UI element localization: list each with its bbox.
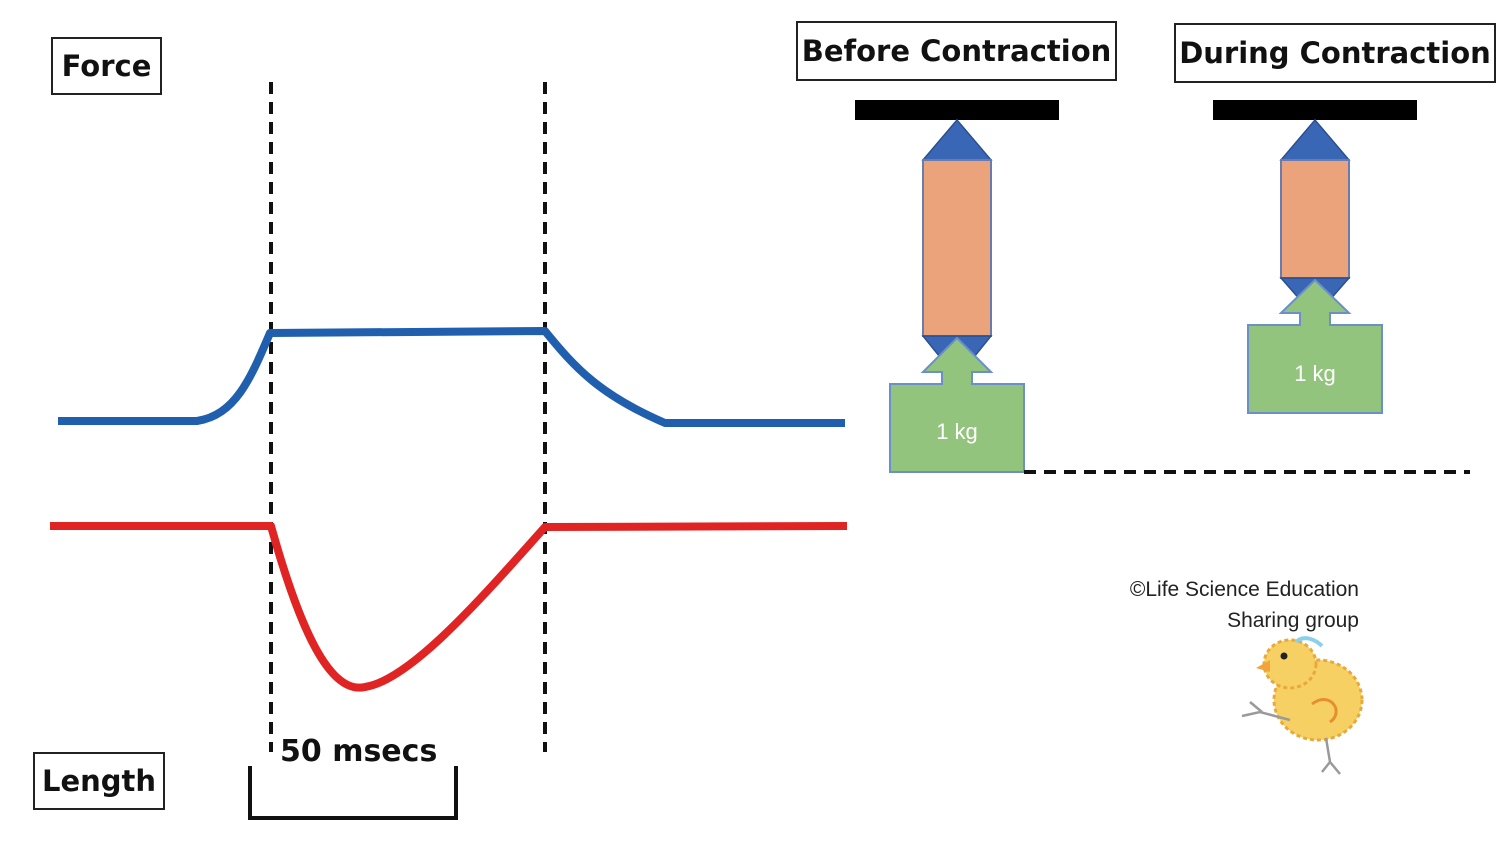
force-label: Force: [51, 37, 162, 95]
during-weight-label: 1 kg: [1294, 361, 1336, 386]
during-mount-bar: [1213, 100, 1417, 120]
during-weight: [1247, 278, 1383, 414]
length-label: Length: [33, 752, 165, 810]
force-trace: [58, 327, 845, 427]
yellow-chick-icon: [1241, 636, 1364, 775]
before-muscle: [922, 159, 992, 337]
during-upper-tendon: [1279, 118, 1351, 161]
before-mount-bar: [855, 100, 1059, 120]
duration-label: 50 msecs: [280, 734, 438, 769]
during-contraction-label: During Contraction: [1174, 23, 1496, 83]
before-upper-tendon: [921, 118, 993, 161]
before-weight-label: 1 kg: [936, 419, 978, 444]
length-trace: [50, 522, 848, 692]
time-scale-bracket: [248, 766, 458, 820]
copyright-notice: ©Life Science Education Sharing group: [1080, 574, 1359, 636]
before-contraction-label: Before Contraction: [796, 21, 1117, 81]
before-weight: [889, 336, 1025, 473]
copyright-line-1: ©Life Science Education: [1129, 578, 1359, 601]
copyright-line-2: Sharing group: [1227, 609, 1359, 632]
during-muscle: [1280, 159, 1350, 279]
